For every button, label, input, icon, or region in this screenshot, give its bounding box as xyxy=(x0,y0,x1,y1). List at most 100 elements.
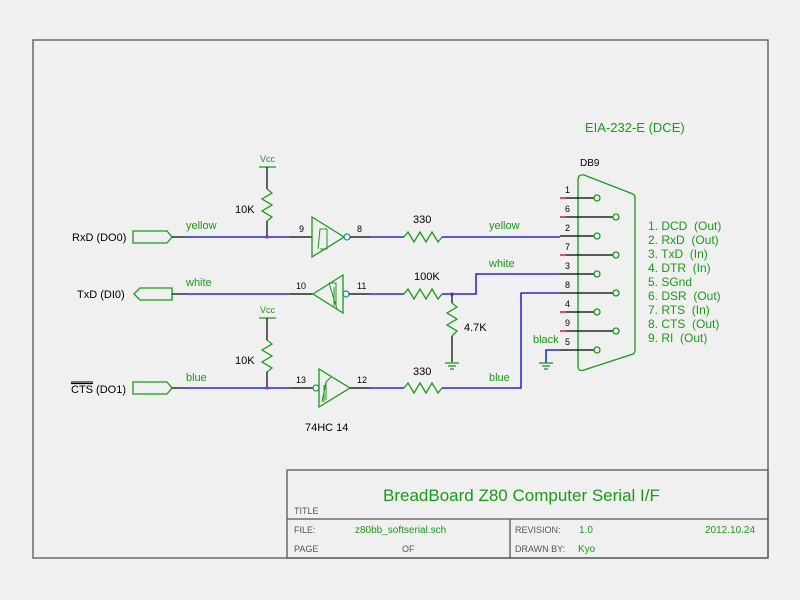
pin-contact-icon xyxy=(612,251,620,259)
pin-number: 7 xyxy=(565,242,570,252)
junction-dot xyxy=(265,235,269,239)
drawn-by-value: Kyo xyxy=(578,544,596,555)
date-value: 2012.10.24 xyxy=(705,525,755,536)
port-label: TxD (DI0) xyxy=(77,289,125,301)
pin-contact-icon xyxy=(593,232,601,240)
pin-number: 8 xyxy=(357,224,362,234)
pinout-item: 1. DCD (Out) xyxy=(648,219,721,233)
pinout-item: 8. CTS (Out) xyxy=(648,317,719,331)
pin-number: 5 xyxy=(565,337,570,347)
db9-pin-2: 2 xyxy=(560,223,601,240)
port-rxd[interactable]: RxD (DO0) xyxy=(72,230,173,244)
pinout-item: 6. DSR (Out) xyxy=(648,289,721,303)
port-txd[interactable]: TxD (DI0) xyxy=(77,287,173,301)
wire-label: yellow xyxy=(186,220,217,232)
connector-title: EIA-232-E (DCE) xyxy=(585,120,685,135)
pin-number: 8 xyxy=(565,280,570,290)
db9-pin-4: 4 xyxy=(560,299,601,316)
pullup-resistor-2: Vcc 10K xyxy=(235,305,276,390)
junction-dot xyxy=(265,386,269,390)
pinout-item: 7. RTS (In) xyxy=(648,303,710,317)
divider-resistor: 4.7K xyxy=(445,294,487,370)
wire-label: white xyxy=(488,258,515,270)
sheet-title: BreadBoard Z80 Computer Serial I/F xyxy=(383,486,660,505)
pin-contact-icon xyxy=(612,327,620,335)
connector-name: DB9 xyxy=(580,158,600,169)
inversion-bubble xyxy=(312,384,320,392)
pin-contact-icon xyxy=(593,346,601,354)
db9-pin-7: 7 xyxy=(560,242,620,259)
ground-icon xyxy=(445,362,459,370)
schmitt-inverter-2: 10 11 xyxy=(296,273,370,315)
resistor-value: 330 xyxy=(413,366,431,378)
pin-number: 11 xyxy=(357,281,366,291)
pin-number: 6 xyxy=(565,204,570,214)
pin-number: 12 xyxy=(357,375,367,385)
ground-icon xyxy=(539,362,553,370)
title-label: TITLE xyxy=(294,506,319,516)
port-label: RxD (DO0) xyxy=(72,232,126,244)
pin-number: 9 xyxy=(299,224,304,234)
revision-label: REVISION: xyxy=(515,525,561,535)
pin-number: 1 xyxy=(565,185,570,195)
port-label: CTS (DO1) xyxy=(71,384,126,396)
db9-pin-3: 3 xyxy=(560,261,601,278)
pin-number: 2 xyxy=(565,223,570,233)
port-cts[interactable]: CTS (DO1) xyxy=(71,381,173,396)
schmitt-inverter-3: 13 12 xyxy=(296,367,370,409)
resistor-value: 100K xyxy=(414,271,440,283)
pin-number: 4 xyxy=(565,299,570,309)
revision-value: 1.0 xyxy=(579,525,593,536)
schmitt-inverter-1: 9 8 xyxy=(299,215,370,259)
resistor-value: 330 xyxy=(413,214,431,226)
resistor-value: 10K xyxy=(235,204,255,216)
pin-number: 9 xyxy=(565,318,570,328)
pinout-item: 4. DTR (In) xyxy=(648,261,711,275)
db9-pins: 1 6 2 7 3 8 4 9 5 xyxy=(560,185,620,354)
wire-label: blue xyxy=(489,372,510,384)
pinout-item: 5. SGnd xyxy=(648,275,692,289)
pin-number: 3 xyxy=(565,261,570,271)
output-port-symbol xyxy=(132,381,173,395)
pullup-resistor-1: Vcc 10K xyxy=(235,154,276,239)
series-resistor-2: 100K xyxy=(403,271,443,301)
title-block: BreadBoard Z80 Computer Serial I/F TITLE… xyxy=(286,469,769,559)
pin-contact-icon xyxy=(593,194,601,202)
pin-contact-icon xyxy=(593,270,601,278)
pinout-item: 2. RxD (Out) xyxy=(648,233,719,247)
db9-pin-5: 5 xyxy=(560,337,601,354)
vcc-label: Vcc xyxy=(260,305,276,315)
resistor-value: 10K xyxy=(235,355,255,367)
pinout-legend: 1. DCD (Out) 2. RxD (Out) 3. TxD (In) 4.… xyxy=(648,219,721,345)
pin-contact-icon xyxy=(612,213,620,221)
resistor-value: 4.7K xyxy=(464,322,487,334)
inversion-bubble xyxy=(342,290,350,298)
db9-pin-9: 9 xyxy=(560,318,620,335)
resistor-icon xyxy=(260,188,274,222)
db9-shell xyxy=(577,174,636,372)
db9-pin-6: 6 xyxy=(560,204,620,221)
wire-label: white xyxy=(185,277,212,289)
wire-label: black xyxy=(533,334,559,346)
wire-label: yellow xyxy=(489,220,520,232)
pin-contact-icon xyxy=(593,308,601,316)
drawn-by-label: DRAWN BY: xyxy=(515,544,565,554)
series-resistor-1: 330 xyxy=(403,214,443,244)
ic-label: 74HC 14 xyxy=(305,422,348,434)
pin-contact-icon xyxy=(612,289,620,297)
pin-number: 13 xyxy=(296,375,306,385)
of-label: OF xyxy=(402,544,415,554)
wire-label: blue xyxy=(186,372,207,384)
vcc-label: Vcc xyxy=(260,154,276,164)
pin-number: 10 xyxy=(296,281,306,291)
pinout-item: 3. TxD (In) xyxy=(648,247,708,261)
db9-pin-8: 8 xyxy=(560,280,620,297)
output-port-symbol xyxy=(132,230,173,244)
series-resistor-3: 330 xyxy=(403,366,443,395)
page-label: PAGE xyxy=(294,544,318,554)
input-port-symbol xyxy=(133,287,173,301)
file-name: z80bb_softserial.sch xyxy=(355,525,446,536)
db9-pin-1: 1 xyxy=(560,185,601,202)
file-label: FILE: xyxy=(294,525,316,535)
